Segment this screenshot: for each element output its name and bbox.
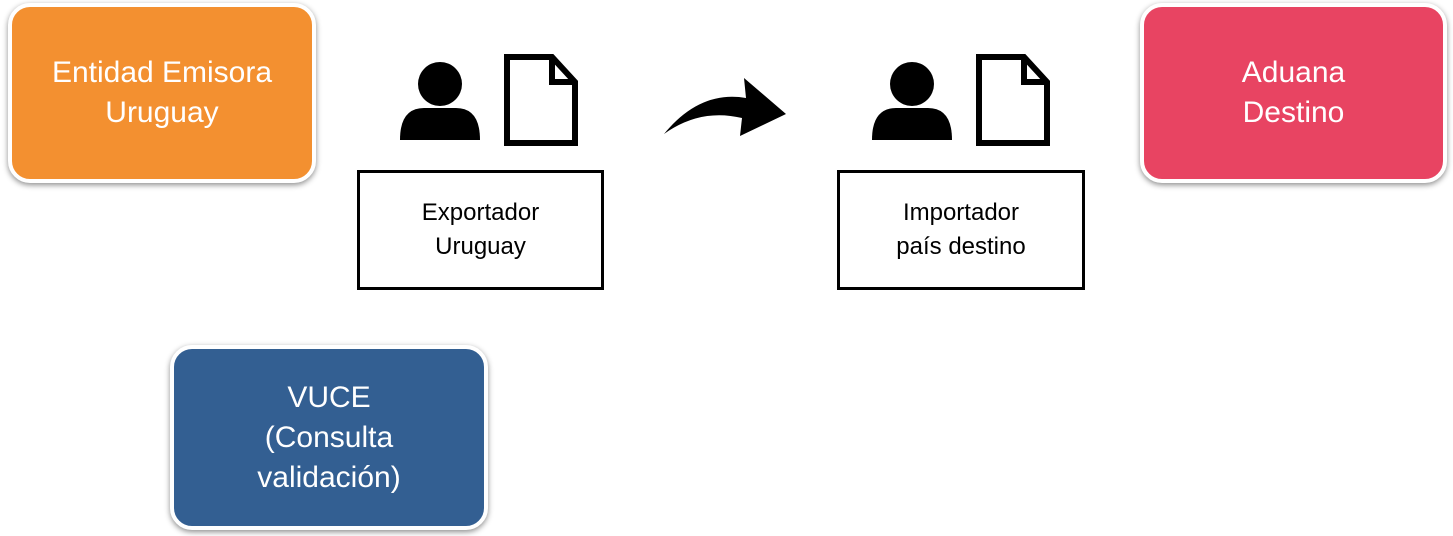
vuce-line-3: validación)	[257, 460, 401, 494]
entidad-emisora-line-2: Uruguay	[105, 96, 219, 129]
document-icon	[504, 54, 578, 146]
exportador-line-2: Uruguay	[435, 233, 526, 260]
exportador-uruguay-node: Exportador Uruguay	[357, 170, 604, 290]
aduana-destino-node: Aduana Destino	[1140, 3, 1447, 183]
aduana-destino-line-2: Destino	[1242, 96, 1345, 129]
entidad-emisora-node: Entidad Emisora Uruguay	[8, 3, 316, 183]
exportador-line-1: Exportador	[421, 199, 540, 226]
importador-pais-destino-node: Importador país destino	[837, 170, 1085, 290]
curved-arrow-icon	[664, 78, 786, 136]
entidad-emisora-line-1: Entidad Emisora	[51, 56, 273, 89]
importador-line-2: país destino	[896, 233, 1026, 260]
document-icon	[976, 54, 1050, 146]
vuce-node: VUCE (Consulta validación)	[170, 345, 488, 530]
person-icon	[872, 62, 952, 140]
aduana-destino-line-1: Aduana	[1241, 56, 1346, 89]
importador-line-1: Importador	[902, 199, 1020, 226]
person-icon	[400, 62, 480, 140]
vuce-line-1: VUCE	[287, 380, 371, 414]
vuce-line-2: (Consulta	[264, 420, 394, 454]
